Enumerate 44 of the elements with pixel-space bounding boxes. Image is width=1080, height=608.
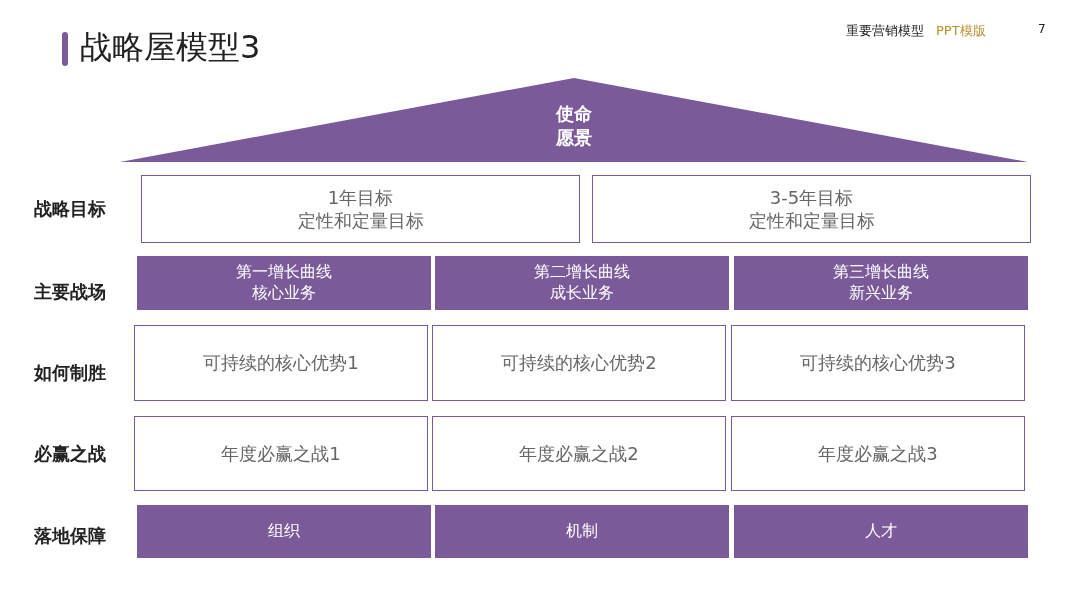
box-text: 第三增长曲线 bbox=[833, 262, 929, 283]
filled-box bbox=[734, 256, 1028, 310]
box-text: 成长业务 bbox=[550, 283, 614, 304]
box-text: 年度必赢之战1 bbox=[221, 441, 341, 466]
filled-box bbox=[734, 505, 1028, 558]
box-text: 可持续的核心优势2 bbox=[501, 351, 657, 375]
box-text: 1年目标 bbox=[327, 185, 394, 209]
box-text: 新兴业务 bbox=[849, 283, 913, 304]
outlined-box bbox=[134, 325, 428, 401]
page-number: 7 bbox=[1038, 22, 1046, 36]
box-text: 第一增长曲线 bbox=[236, 262, 332, 283]
outlined-box bbox=[134, 416, 428, 491]
roof-text: 使命 bbox=[554, 102, 593, 126]
outlined-box bbox=[731, 325, 1025, 401]
box-text: 定性和定量目标 bbox=[297, 209, 424, 233]
roof-text: 愿景 bbox=[555, 126, 593, 150]
outlined-box bbox=[731, 416, 1025, 491]
box-text: 人才 bbox=[865, 521, 897, 542]
box-text: 年度必赢之战2 bbox=[519, 441, 639, 466]
outlined-box bbox=[432, 325, 726, 401]
box-text: 3-5年目标 bbox=[769, 185, 854, 209]
header-text: 重要营销模型 bbox=[846, 22, 924, 40]
box-text: 机制 bbox=[566, 521, 598, 542]
box-text: 可持续的核心优势1 bbox=[203, 351, 359, 375]
box-text: 年度必赢之战3 bbox=[818, 441, 938, 466]
row-label: 必赢之战 bbox=[33, 442, 107, 466]
box-text: 第二增长曲线 bbox=[534, 262, 630, 283]
filled-box bbox=[137, 256, 431, 310]
row-label: 战略目标 bbox=[33, 197, 107, 221]
box-text: 可持续的核心优势3 bbox=[800, 351, 956, 375]
outlined-box bbox=[592, 175, 1031, 243]
row-label: 落地保障 bbox=[33, 524, 107, 548]
row-label: 如何制胜 bbox=[33, 361, 107, 385]
filled-box bbox=[137, 505, 431, 558]
slide-title: 战略屋模型3 bbox=[80, 27, 261, 68]
outlined-box bbox=[432, 416, 726, 491]
outlined-box bbox=[141, 175, 580, 243]
box-text: 核心业务 bbox=[252, 283, 316, 304]
box-text: 组织 bbox=[268, 521, 300, 542]
box-text: 定性和定量目标 bbox=[748, 209, 875, 233]
row-label: 主要战场 bbox=[33, 280, 107, 304]
header-tag: PPT模版 bbox=[936, 22, 986, 40]
filled-box bbox=[435, 256, 729, 310]
filled-box bbox=[435, 505, 729, 558]
